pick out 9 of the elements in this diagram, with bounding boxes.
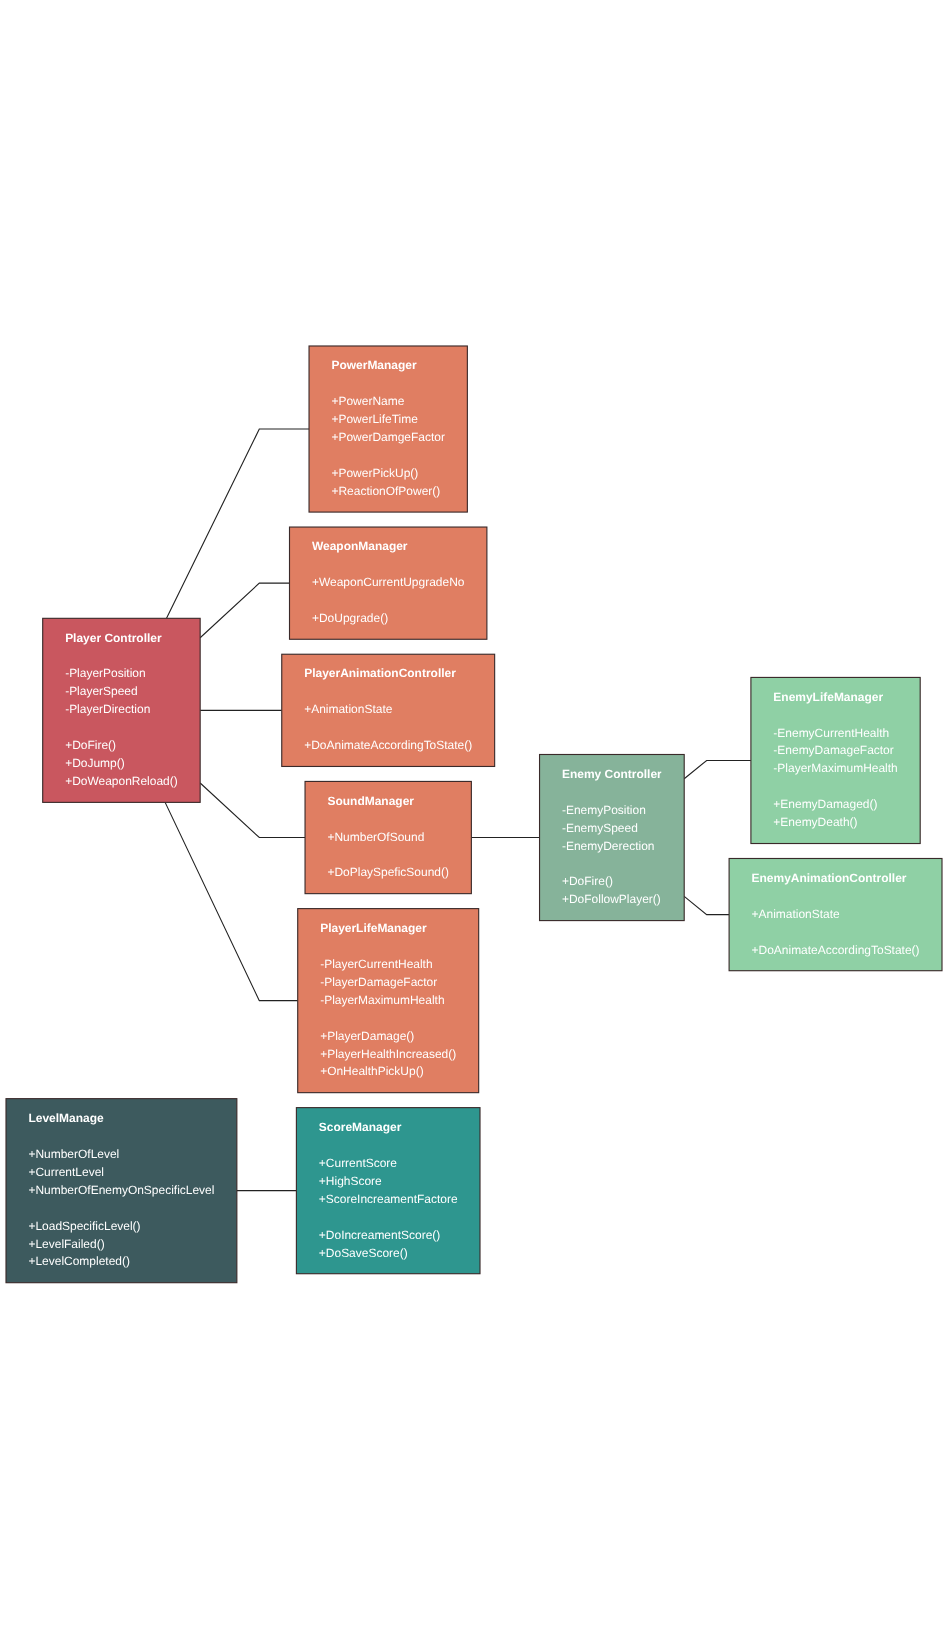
connector: [165, 429, 310, 620]
connector: [236, 1190, 297, 1192]
connector: [470, 837, 541, 839]
connector: [164, 802, 299, 1002]
connector: [199, 583, 291, 639]
connector: [199, 783, 306, 839]
connector: [683, 760, 752, 780]
connector: [683, 896, 730, 916]
connector: [199, 710, 283, 712]
